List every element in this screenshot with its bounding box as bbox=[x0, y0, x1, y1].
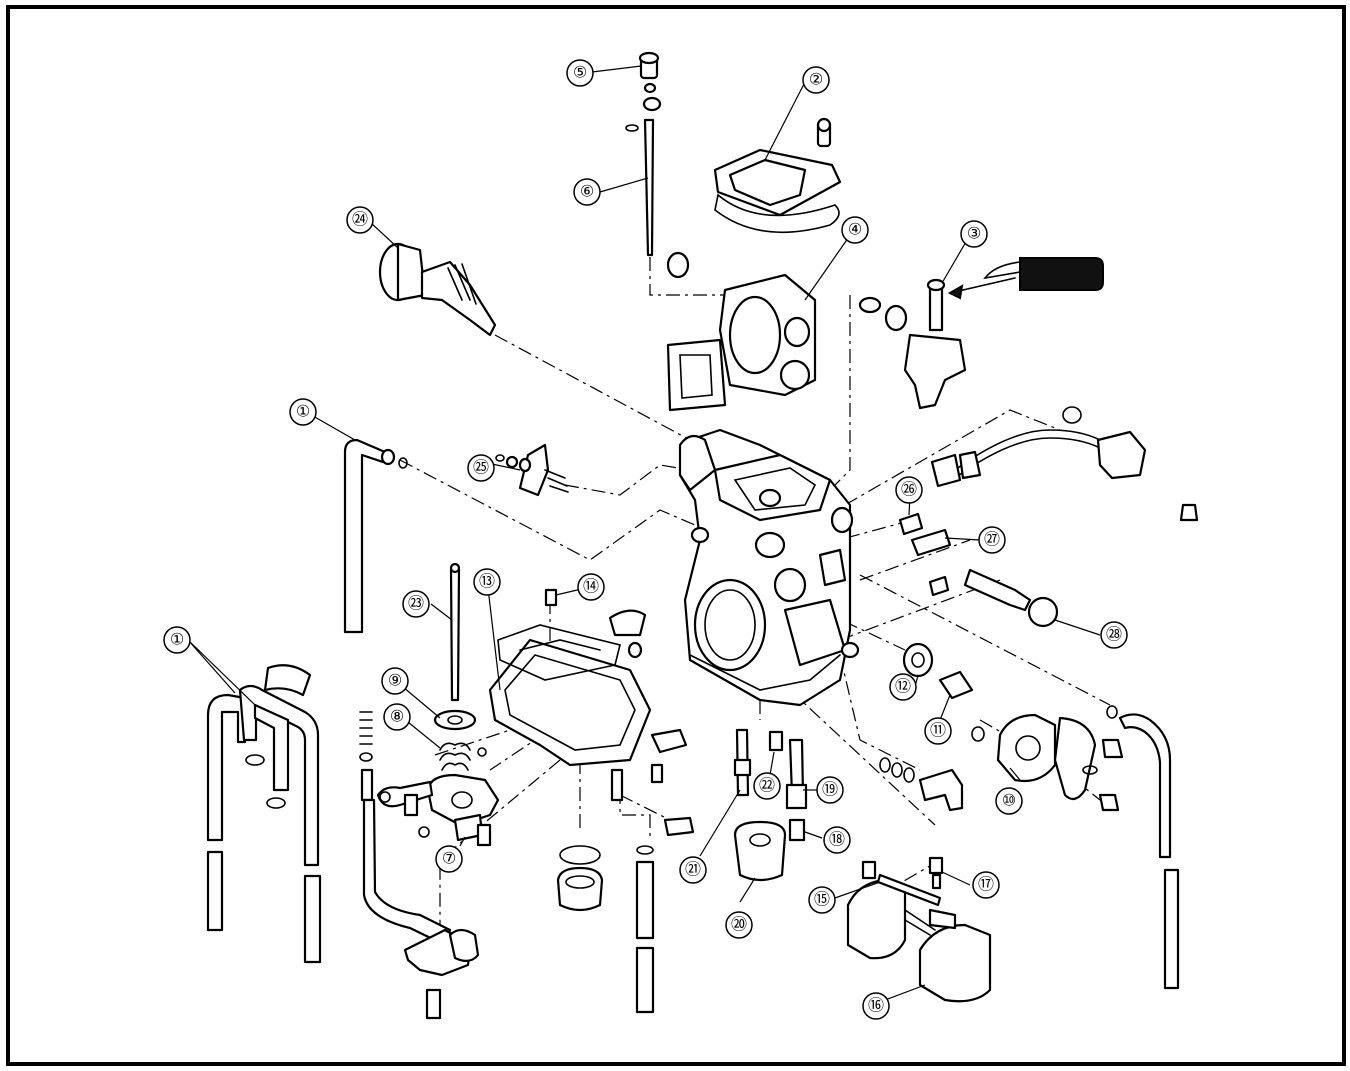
hose-set-bottom-left bbox=[206, 664, 322, 964]
svg-text:⑰: ⑰ bbox=[978, 876, 994, 894]
svg-text:⑪: ⑪ bbox=[930, 722, 946, 740]
svg-text:㉕: ㉕ bbox=[473, 459, 489, 477]
svg-text:⑭: ⑭ bbox=[583, 578, 599, 596]
throttle-lever bbox=[858, 278, 967, 410]
svg-text:㉒: ㉒ bbox=[759, 777, 775, 795]
callout-c15: ⑮ bbox=[808, 886, 836, 914]
callout-c1a: ① bbox=[289, 398, 317, 426]
svg-text:⑱: ⑱ bbox=[829, 831, 845, 849]
callout-c27: ㉗ bbox=[978, 526, 1006, 554]
svg-text:⑳: ⑳ bbox=[731, 916, 747, 934]
callout-c22: ㉒ bbox=[753, 772, 781, 800]
leader-lines bbox=[187, 65, 1101, 1001]
o-rings-row bbox=[879, 757, 964, 812]
svg-text:㉘: ㉘ bbox=[1106, 626, 1122, 644]
svg-text:⑦: ⑦ bbox=[442, 851, 456, 868]
starter-plunger bbox=[378, 242, 497, 337]
jets-right bbox=[898, 512, 1059, 628]
throttle-valve-housing bbox=[666, 251, 817, 412]
svg-text:①: ① bbox=[170, 632, 184, 649]
callout-c3: ③ bbox=[960, 220, 988, 248]
svg-text:⑮: ⑮ bbox=[814, 891, 830, 909]
pump-spring-left bbox=[359, 711, 374, 802]
top-cover-assembly bbox=[713, 117, 842, 234]
callout-c2: ② bbox=[802, 66, 830, 94]
svg-text:㉗: ㉗ bbox=[984, 531, 1000, 549]
float-bowl bbox=[488, 588, 695, 837]
callout-c4: ④ bbox=[841, 216, 869, 244]
svg-text:㉔: ㉔ bbox=[352, 211, 368, 229]
svg-text:⑥: ⑥ bbox=[580, 184, 594, 201]
carburetor-body bbox=[678, 428, 860, 707]
callout-c7: ⑦ bbox=[435, 845, 463, 873]
svg-text:㉓: ㉓ bbox=[408, 595, 424, 613]
callout-c21: ㉑ bbox=[679, 856, 707, 884]
callout-c24: ㉔ bbox=[346, 206, 374, 234]
svg-text:㉖: ㉖ bbox=[901, 481, 917, 499]
callout-c10: ⑩ bbox=[995, 787, 1023, 815]
svg-text:⑲: ⑲ bbox=[822, 781, 838, 799]
overflow-hose-top-left bbox=[343, 438, 408, 634]
vent-hose-right bbox=[1106, 705, 1180, 990]
pump-rod bbox=[449, 562, 461, 702]
throttle-sensor-wire bbox=[930, 406, 1199, 522]
pump-cover-assembly bbox=[376, 709, 500, 847]
callout-c5: ⑤ bbox=[566, 59, 594, 87]
jets-bottom bbox=[733, 728, 808, 882]
svg-text:⑫: ⑫ bbox=[895, 678, 911, 696]
svg-text:⑤: ⑤ bbox=[573, 65, 587, 82]
callout-c23: ㉓ bbox=[402, 590, 430, 618]
callout-c25: ㉕ bbox=[467, 454, 495, 482]
svg-text:③: ③ bbox=[967, 226, 981, 243]
svg-text:⑧: ⑧ bbox=[390, 709, 404, 726]
callout-c14: ⑭ bbox=[577, 573, 605, 601]
float-assembly bbox=[846, 856, 992, 1003]
callout-c28: ㉘ bbox=[1100, 621, 1128, 649]
callout-c13: ⑬ bbox=[473, 568, 501, 596]
diagram-frame bbox=[6, 5, 1346, 1066]
pump-link-rod bbox=[362, 798, 480, 1020]
svg-text:⑨: ⑨ bbox=[388, 673, 402, 690]
callout-c11: ⑪ bbox=[924, 717, 952, 745]
lubricant-applicator bbox=[947, 257, 1104, 300]
callout-c20: ⑳ bbox=[725, 911, 753, 939]
callout-c16: ⑯ bbox=[862, 992, 890, 1020]
callout-c19: ⑲ bbox=[816, 776, 844, 804]
lubricant-tube-icon bbox=[1019, 257, 1104, 291]
svg-text:㉑: ㉑ bbox=[685, 861, 701, 879]
svg-text:⑯: ⑯ bbox=[868, 997, 884, 1015]
callout-c26: ㉖ bbox=[895, 476, 923, 504]
svg-text:⑬: ⑬ bbox=[479, 573, 495, 591]
drain-plug bbox=[556, 845, 604, 912]
callout-c1b: ① bbox=[163, 626, 191, 654]
throttle-valve-parts bbox=[625, 51, 662, 257]
callout-c6: ⑥ bbox=[573, 178, 601, 206]
callout-c8: ⑧ bbox=[383, 703, 411, 731]
callout-c17: ⑰ bbox=[972, 871, 1000, 899]
callout-c18: ⑱ bbox=[823, 826, 851, 854]
svg-text:④: ④ bbox=[848, 222, 862, 239]
callout-c12: ⑫ bbox=[889, 673, 917, 701]
svg-text:①: ① bbox=[296, 404, 310, 421]
hose-bottom-center bbox=[635, 845, 655, 1014]
svg-text:⑩: ⑩ bbox=[1002, 793, 1016, 810]
callout-c9: ⑨ bbox=[381, 667, 409, 695]
pilot-screw-set bbox=[495, 443, 569, 497]
svg-text:②: ② bbox=[809, 72, 823, 89]
